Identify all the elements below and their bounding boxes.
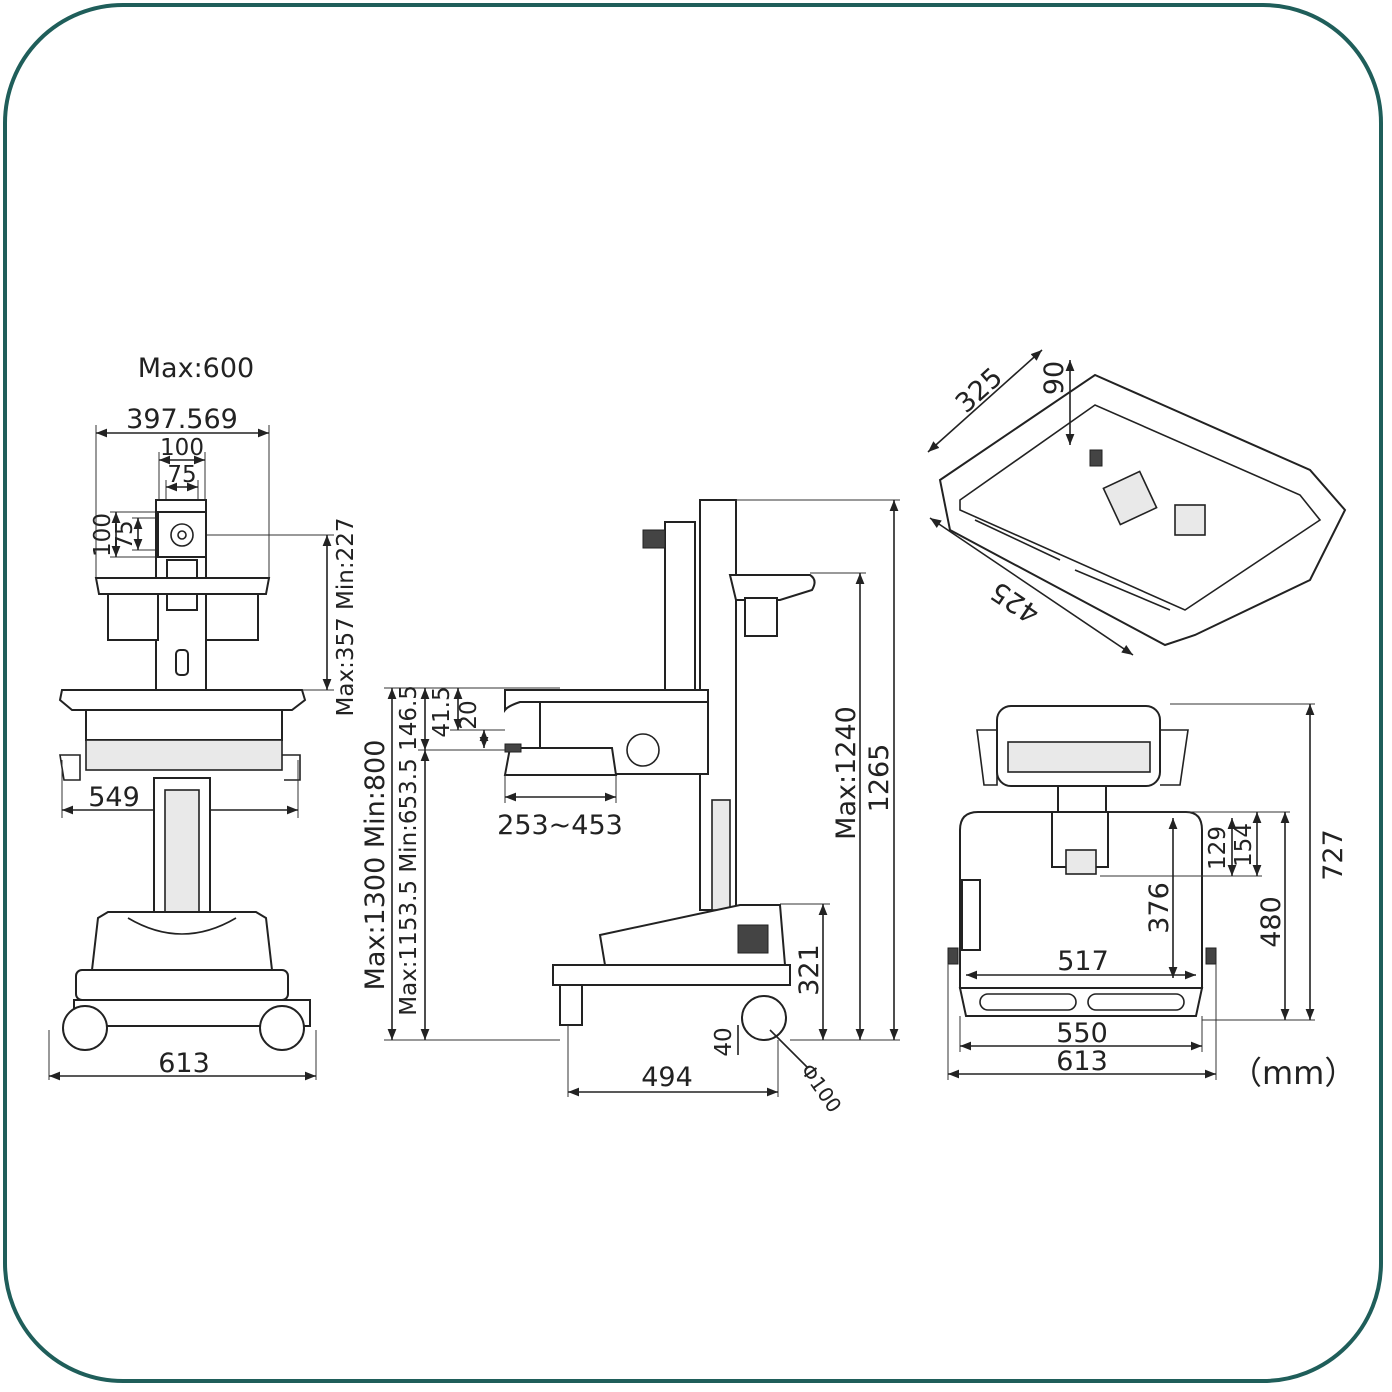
basket-height-label: Max:1240 [831,706,862,840]
tray-height-label: Max:1153.5 Min:653.5 [396,758,422,1016]
drawer-height-label: 90 [1039,361,1070,395]
clearance-label: 40 [711,1027,737,1056]
unit-label: （mm） [1230,1054,1356,1092]
top-view: 727 480 154 129 376 517 550 613 [947,703,1349,1080]
head-width-label: 397.569 [126,404,238,435]
drop-20-label: 20 [456,700,482,729]
vesa-inner-label: 75 [167,462,196,488]
drawer-width-label: 425 [985,575,1045,630]
base-depth-label: 494 [641,1062,693,1093]
keyboard-width-label: 549 [88,782,140,813]
front-view: Max:600 397.569 100 75 100 75 Max:357 Mi… [48,353,359,1081]
inner-depth-label: 376 [1144,882,1175,934]
tray-width-label: 517 [1057,946,1109,977]
base-height-label: 321 [794,944,825,996]
vesa-inner-v-label: 75 [112,520,138,549]
drop-146-label: 146.5 [396,685,422,751]
outer-width-label: 613 [1056,1046,1108,1077]
tray-depth-label: 480 [1256,896,1287,948]
vesa-outer-label: 100 [160,435,204,461]
drawer-depth-label: 325 [950,362,1009,420]
wheel-dia-label: Φ100 [796,1059,847,1117]
vesa-outer-v-label: 100 [90,513,116,557]
side-view: Max:1300 Min:800 Max:1153.5 Min:653.5 14… [360,499,900,1117]
monitor-range-label: Max:357 Min:227 [333,518,359,717]
total-height-label: 1265 [864,744,895,813]
base-width-label: 613 [158,1048,210,1079]
inner-width-label: 550 [1056,1018,1108,1049]
d129-label: 129 [1205,826,1231,870]
drop-41-label: 41.5 [429,686,455,737]
d154-label: 154 [1231,823,1257,867]
keyboard-travel-label: 253~453 [497,810,623,841]
drawer-isometric-view: 325 90 425 [927,349,1347,656]
max-width-label: Max:600 [138,353,254,384]
work-height-label: Max:1300 Min:800 [360,740,391,991]
total-depth-label: 727 [1318,829,1349,881]
